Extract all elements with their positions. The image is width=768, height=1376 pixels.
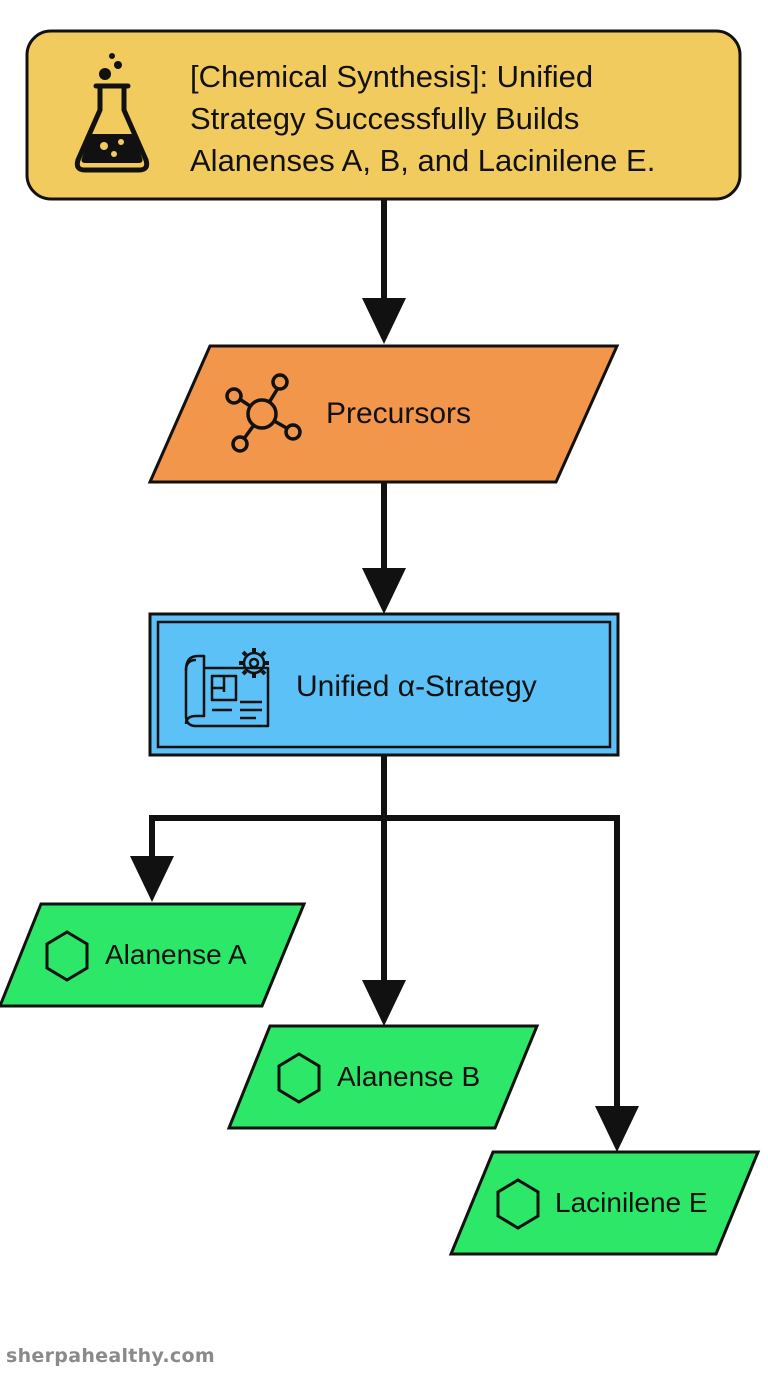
strategy-node — [148, 612, 620, 757]
connector-branch-right — [384, 815, 620, 1108]
title-line-2: Strategy Successfully Builds — [190, 101, 580, 136]
blueprint-gear-icon — [184, 648, 270, 728]
lacinilene-e-node — [448, 1150, 761, 1256]
precursors-label: Precursors — [326, 397, 472, 430]
precursors-node — [147, 344, 620, 484]
arrowhead-precursors — [362, 298, 406, 344]
strategy-label: Unified α-Strategy — [296, 670, 537, 703]
connectors — [130, 198, 639, 1152]
molecule-icon — [225, 373, 302, 453]
hexagon-icon — [277, 1052, 321, 1104]
arrowhead-alanense-b — [362, 980, 406, 1026]
hexagon-icon — [45, 930, 89, 982]
title-box — [25, 29, 742, 201]
alanense-a-label: Alanense A — [105, 939, 247, 970]
alanense-a-node — [0, 902, 307, 1008]
alanense-b-label: Alanense B — [337, 1061, 481, 1092]
watermark: sherpahealthy.com — [6, 1345, 215, 1367]
hexagon-icon — [496, 1178, 540, 1230]
title-line-3: Alanenses A, B, and Lacinilene E. — [190, 143, 656, 178]
arrowhead-strategy — [362, 568, 406, 614]
strategy-node-inner-border — [156, 620, 612, 749]
arrowhead-lacinilene-e — [595, 1106, 639, 1152]
alanense-b-node — [226, 1024, 540, 1130]
title-line-1: [Chemical Synthesis]: Unified — [190, 59, 594, 94]
flask-icon — [74, 53, 150, 173]
connector-branch-left — [149, 815, 384, 858]
arrowhead-alanense-a — [130, 856, 174, 902]
diagram-title: [Chemical Synthesis]: Unified Strategy S… — [190, 56, 730, 182]
lacinilene-e-label: Lacinilene E — [555, 1187, 708, 1218]
